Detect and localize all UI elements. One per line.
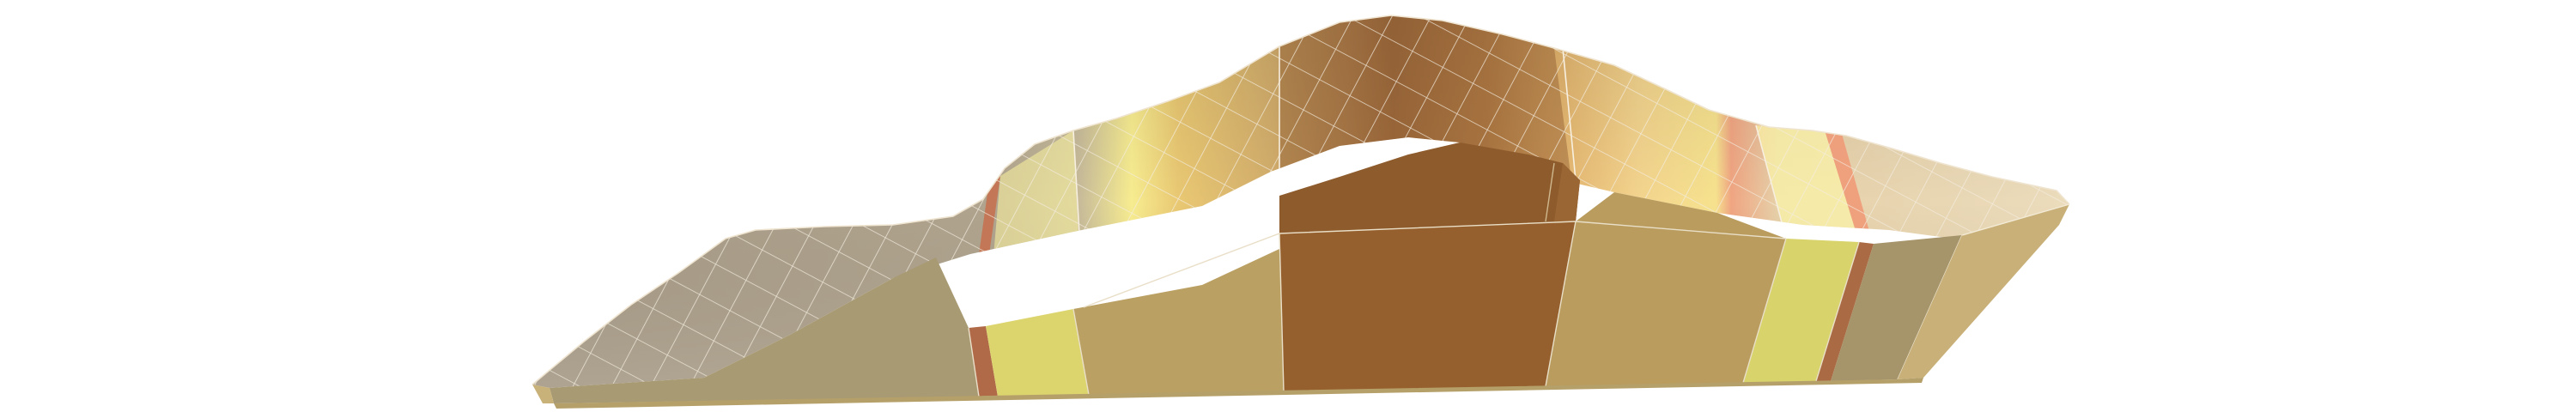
layer-red-stripe-right (1816, 242, 1874, 381)
terrain-cut-wall (1279, 142, 1580, 233)
layer-tan-left (1073, 233, 1284, 395)
front-face-layers (550, 192, 1963, 403)
layer-tan-right (1546, 192, 1786, 386)
layer-yellow-left (986, 309, 1089, 397)
bottom-rim (532, 378, 1923, 409)
layer-yellow-right (1743, 239, 1859, 383)
layer-brown-center (1279, 221, 1576, 391)
layer-gray-left (550, 258, 979, 403)
layer-gray-right (1831, 235, 1962, 381)
layer-red-stripe-left (969, 326, 998, 397)
right-side-face (1898, 203, 2070, 379)
